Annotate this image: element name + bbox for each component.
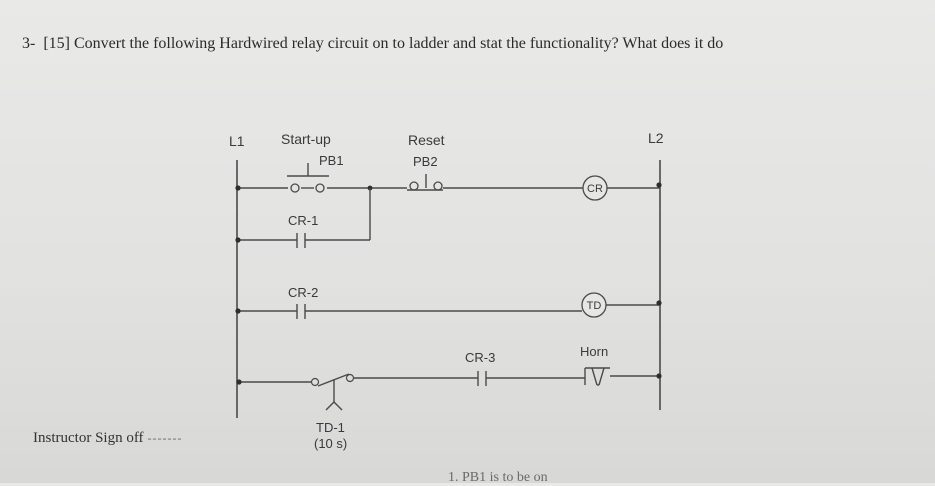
junction-dot — [235, 185, 241, 191]
td1-contact-symbol — [310, 373, 355, 411]
instructor-signoff: Instructor Sign off------- — [33, 430, 183, 447]
horn-symbol — [584, 367, 610, 386]
pb1-label: PB1 — [319, 153, 344, 168]
junction-dot — [235, 237, 241, 243]
cutoff-text: 1. PB1 is to be on — [448, 470, 548, 485]
reset-label: Reset — [408, 132, 445, 148]
startup-label: Start-up — [281, 131, 331, 147]
pb2-pushbutton-symbol — [407, 174, 443, 191]
cr1-label: CR-1 — [288, 213, 318, 228]
rung-2: CR-2 TD — [235, 285, 662, 319]
cr2-label: CR-2 — [288, 285, 318, 300]
signoff-label: Instructor Sign off — [33, 430, 144, 446]
cr-coil-label: CR — [587, 183, 603, 195]
branch-cr1: CR-1 — [235, 188, 371, 248]
rail-l2-label: L2 — [648, 130, 664, 146]
rail-l1-label: L1 — [229, 133, 245, 149]
junction-dot — [656, 182, 662, 188]
rung-1: Start-up PB1 Reset PB2 CR — [235, 131, 662, 201]
signoff-dashes: ------- — [147, 431, 183, 445]
junction-dot — [656, 373, 662, 379]
question-body: [15] Convert the following Hardwired rel… — [43, 35, 724, 52]
horn-label: Horn — [580, 344, 608, 359]
rung-3: CR-3 Horn TD-1 (10 s) — [236, 344, 662, 451]
td1-time-label: (10 s) — [314, 436, 347, 451]
junction-dot — [656, 300, 662, 306]
td1-label: TD-1 — [316, 420, 345, 435]
junction-dot — [235, 308, 241, 314]
question-text: 3- [15] Convert the following Hardwired r… — [22, 35, 723, 53]
td-coil-label: TD — [587, 300, 602, 312]
question-number: 3- — [22, 35, 36, 52]
pb1-pushbutton-symbol — [287, 163, 329, 193]
cr3-label: CR-3 — [465, 350, 495, 365]
pb2-label: PB2 — [413, 154, 438, 169]
junction-dot — [236, 379, 242, 385]
